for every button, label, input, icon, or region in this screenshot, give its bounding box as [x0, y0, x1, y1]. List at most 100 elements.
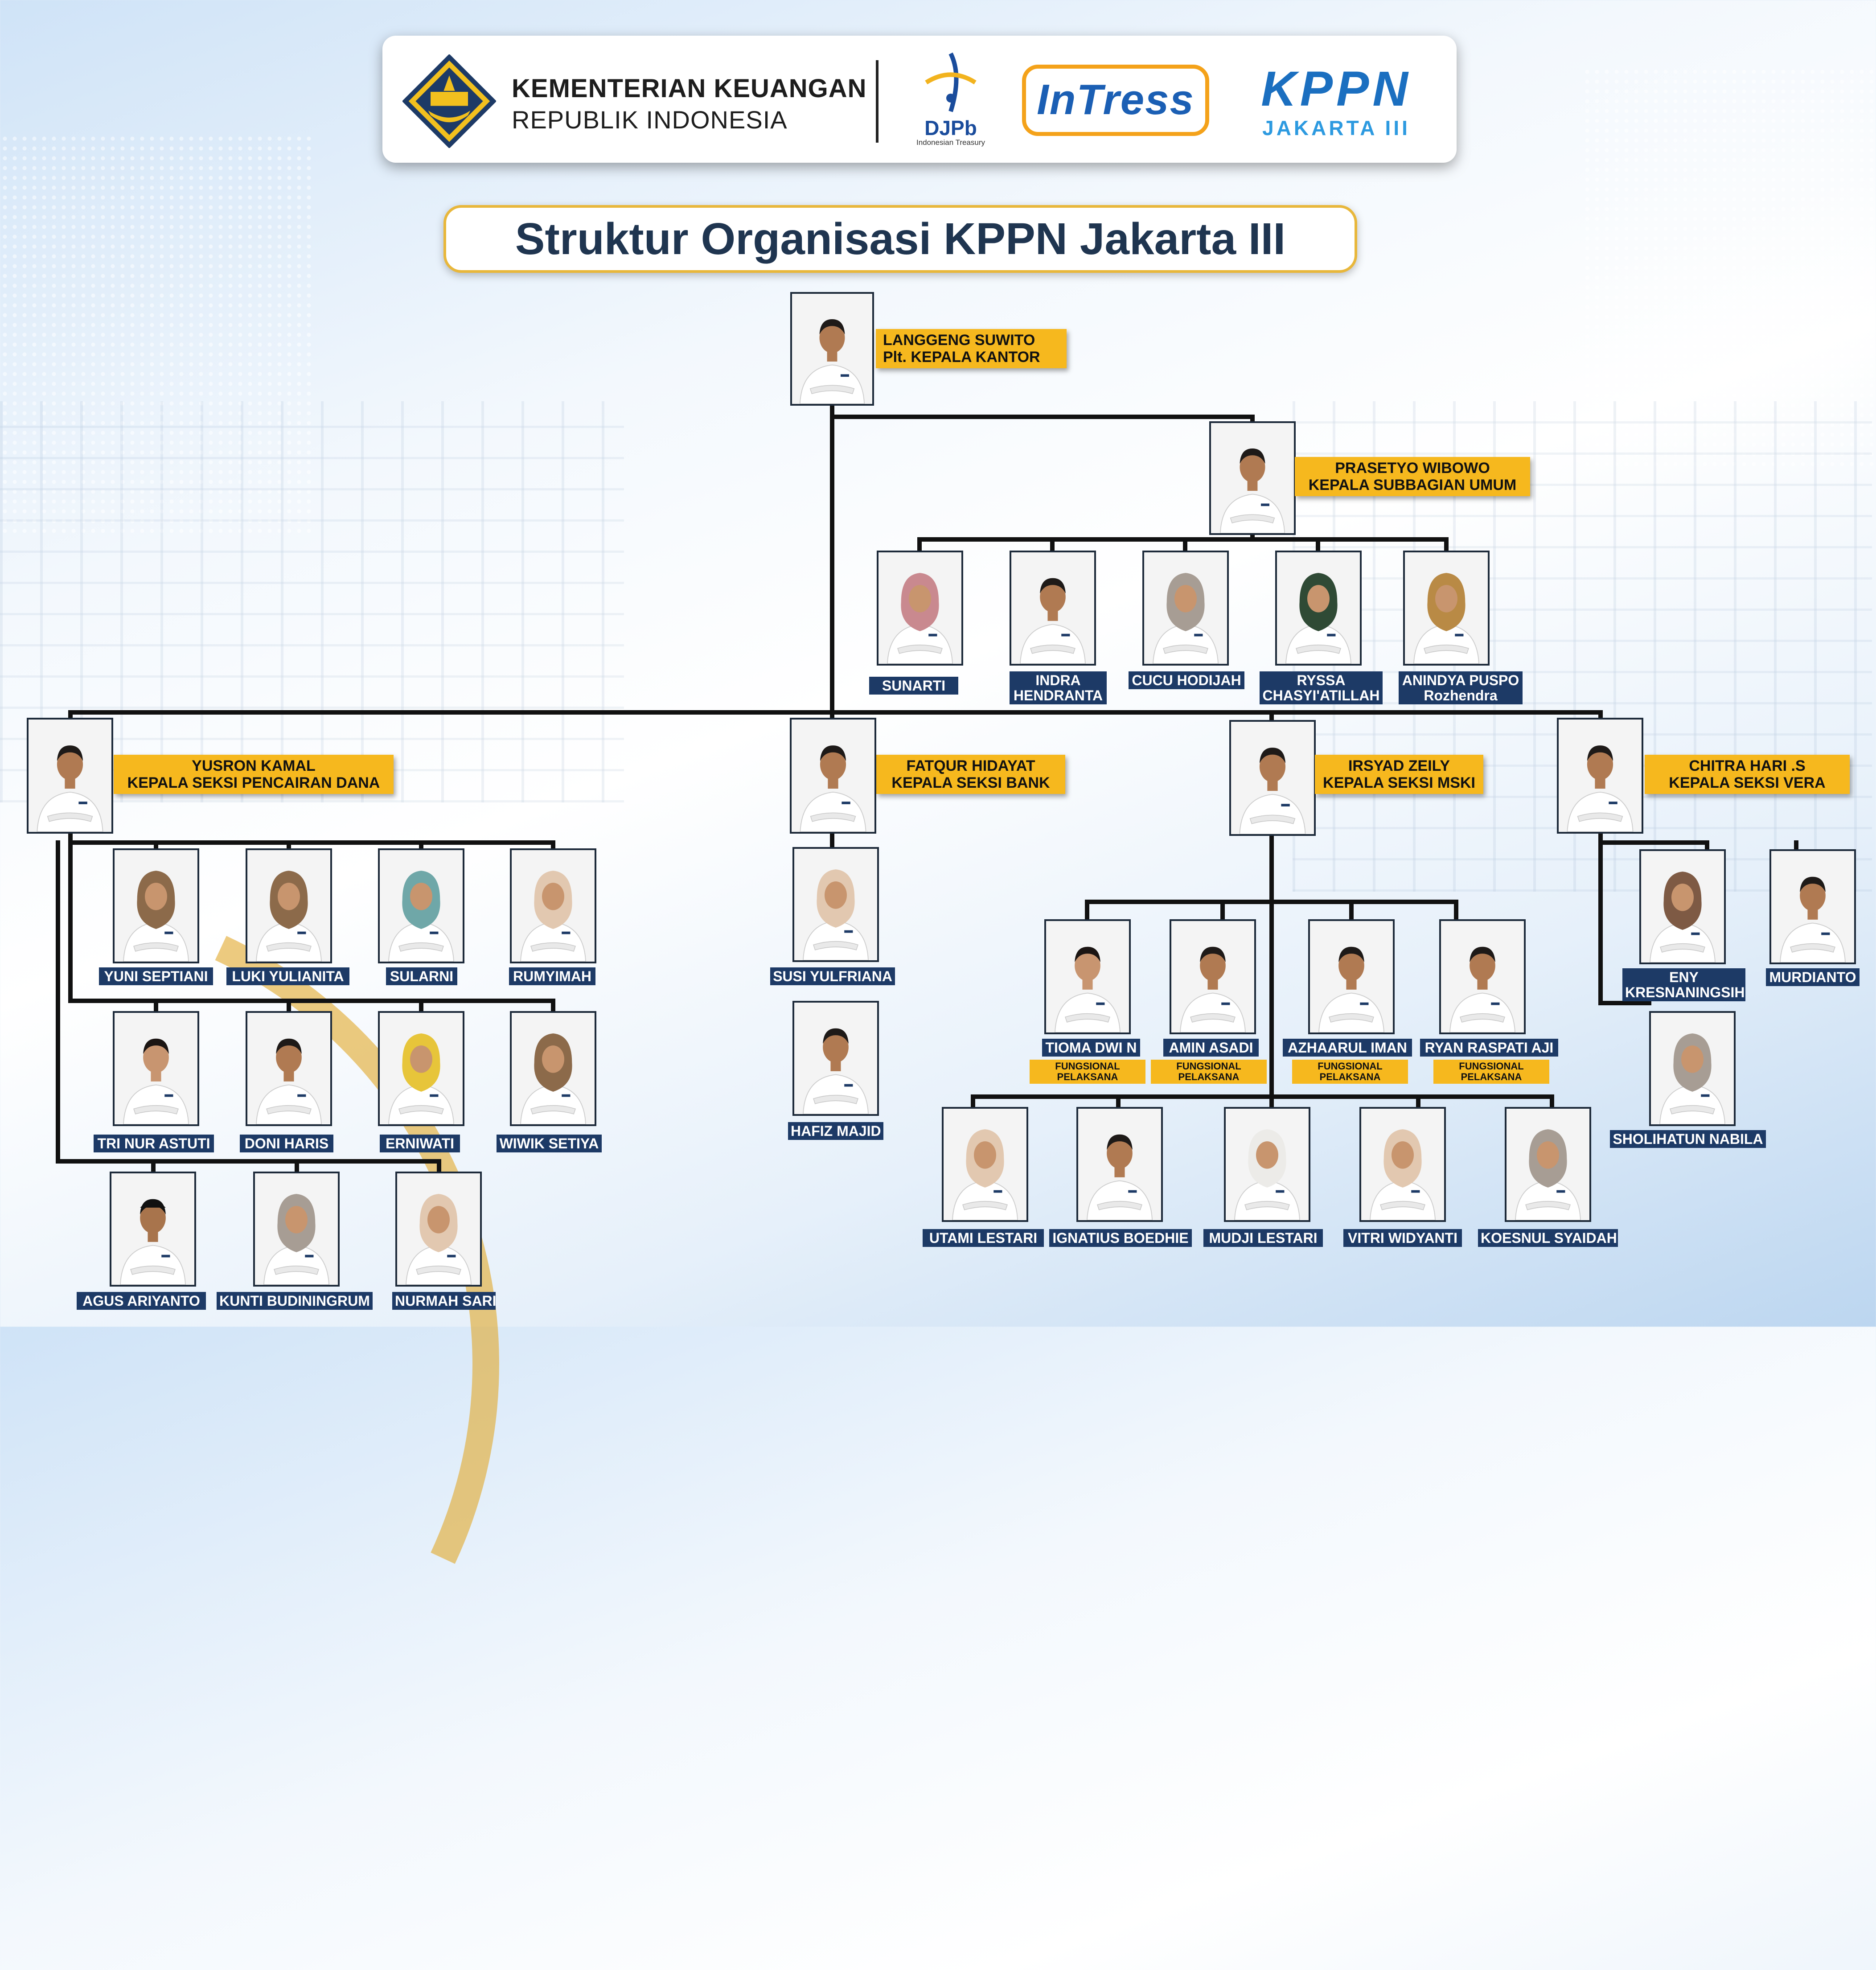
label-pencairan-staff: LUKI YULIANITA [226, 967, 349, 985]
badge-mski-functional: FUNGSIONAL PELAKSANA [1433, 1060, 1549, 1084]
photo-pencairan-head [27, 718, 113, 834]
photo-mski-functional [1308, 919, 1395, 1034]
label-head-office: LANGGENG SUWITO Plt. KEPALA KANTOR [876, 329, 1067, 368]
portrait-placeholder-icon [1651, 1013, 1734, 1124]
photo-pencairan-staff [246, 1011, 332, 1126]
photo-pencairan-staff [246, 848, 332, 963]
label-pencairan-staff: ERNIWATI [380, 1135, 460, 1152]
photo-pencairan-staff [378, 1011, 464, 1126]
portrait-placeholder-icon [1441, 921, 1524, 1032]
label-pencairan-staff: SULARNI [386, 967, 457, 985]
photo-mski-staff [1505, 1107, 1591, 1222]
label-mski-staff: KOESNUL SYAIDAH [1478, 1229, 1618, 1247]
portrait-placeholder-icon [944, 1109, 1026, 1220]
header-logo-bar: KEMENTERIAN KEUANGAN REPUBLIK INDONESIA … [382, 36, 1457, 163]
photo-pencairan-staff [378, 848, 464, 963]
photo-vera-staff [1639, 849, 1726, 964]
label-bank-staff: HAFIZ MAJID [788, 1122, 883, 1140]
djpb-text: DJPb [924, 116, 977, 140]
label-vera-head: CHITRA HARI .S KEPALA SEKSI VERA [1645, 755, 1850, 794]
org-chart-connectors [56, 399, 1798, 1172]
photo-mski-functional [1044, 919, 1131, 1034]
intress-logo: InTress [1022, 65, 1209, 136]
portrait-placeholder-icon [1507, 1109, 1589, 1220]
portrait-placeholder-icon [1171, 921, 1254, 1032]
photo-mski-staff [1224, 1107, 1310, 1222]
portrait-placeholder-icon [1144, 552, 1227, 664]
ministry-name-line1: KEMENTERIAN KEUANGAN [512, 74, 867, 103]
portrait-placeholder-icon [1078, 1109, 1161, 1220]
name-bank-head: FATQUR HIDAYAT [906, 757, 1035, 774]
label-vera-staff: MURDIANTO [1766, 968, 1860, 986]
label-mski-functional: AZHAARUL IMAN [1283, 1039, 1412, 1057]
photo-pencairan-staff [113, 848, 199, 963]
photo-mski-staff [1359, 1107, 1446, 1222]
label-umum-staff: RYSSA CHASYI'ATILLAH [1260, 671, 1383, 704]
label-umum-staff: SUNARTI [869, 677, 958, 695]
name-mski-head: IRSYAD ZEILY [1348, 757, 1450, 774]
label-pencairan-staff: RUMYIMAH [509, 967, 595, 985]
role-vera-head: KEPALA SEKSI VERA [1669, 774, 1826, 791]
photo-bank-head [790, 718, 876, 834]
photo-pencairan-staff [113, 1011, 199, 1126]
name-vera-head: CHITRA HARI .S [1689, 757, 1806, 774]
portrait-placeholder-icon [380, 1013, 463, 1124]
label-umum-staff: ANINDYA PUSPO Rozhendra [1399, 671, 1523, 704]
label-pencairan-staff: KUNTI BUDININGRUM [217, 1292, 373, 1310]
label-pencairan-head: YUSRON KAMAL KEPALA SEKSI PENCAIRAN DANA [114, 755, 394, 794]
kppn-logo-text: KPPN [1261, 62, 1412, 116]
label-umum-staff-line1: INDRA [1035, 672, 1081, 688]
portrait-placeholder-icon [1559, 720, 1642, 832]
label-pencairan-staff: NURMAH SARI [392, 1292, 497, 1310]
photo-vera-staff [1649, 1011, 1736, 1126]
badge-mski-functional: FUNGSIONAL PELAKSANA [1030, 1060, 1145, 1084]
portrait-placeholder-icon [115, 1013, 197, 1124]
role-umum-head: KEPALA SUBBAGIAN UMUM [1308, 477, 1517, 494]
label-umum-staff-line1: RYSSA [1297, 672, 1346, 688]
portrait-placeholder-icon [1211, 423, 1294, 533]
label-pencairan-staff: YUNI SEPTIANI [99, 967, 213, 985]
label-pencairan-staff: TRI NUR ASTUTI [94, 1135, 214, 1152]
kppn-logo: KPPN JAKARTA III [1234, 62, 1439, 143]
photo-mski-staff [1076, 1107, 1163, 1222]
photo-pencairan-staff [253, 1172, 340, 1287]
photo-mski-functional [1439, 919, 1526, 1034]
portrait-placeholder-icon [878, 552, 961, 664]
photo-pencairan-staff [110, 1172, 196, 1287]
photo-mski-functional [1170, 919, 1256, 1034]
portrait-placeholder-icon [1361, 1109, 1444, 1220]
label-vera-staff: ENY KRESNANINGSIH [1622, 968, 1745, 1001]
label-umum-staff-line2: HENDRANTA [1013, 687, 1103, 703]
label-vera-staff-line1: ENY [1669, 969, 1699, 985]
label-mski-functional: RYAN RASPATI AJI [1420, 1039, 1558, 1057]
photo-head-office [790, 292, 874, 406]
photo-bank-staff [792, 847, 879, 962]
portrait-placeholder-icon [1641, 851, 1724, 962]
photo-pencairan-staff [510, 1011, 596, 1126]
djpb-subtitle: Indonesian Treasury [916, 138, 985, 147]
portrait-placeholder-icon [512, 1013, 595, 1124]
photo-pencairan-staff [510, 848, 596, 963]
portrait-placeholder-icon [794, 1003, 877, 1114]
portrait-placeholder-icon [1277, 552, 1360, 664]
label-mski-staff: IGNATIUS BOEDHIE [1049, 1229, 1192, 1247]
djpb-emblem-icon [925, 52, 977, 112]
photo-vera-staff [1769, 849, 1856, 964]
ministry-name-line2: REPUBLIK INDONESIA [512, 106, 788, 134]
photo-mski-head [1229, 720, 1316, 836]
portrait-placeholder-icon [247, 1013, 330, 1124]
portrait-placeholder-icon [1226, 1109, 1309, 1220]
label-mski-staff: MUDJI LESTARI [1203, 1229, 1323, 1247]
portrait-placeholder-icon [792, 720, 874, 832]
page-title: Struktur Organisasi KPPN Jakarta III [443, 205, 1357, 273]
label-umum-staff-line2: CHASYI'ATILLAH [1262, 687, 1380, 703]
connector-pencairan [56, 831, 555, 1172]
portrait-placeholder-icon [247, 850, 330, 962]
portrait-placeholder-icon [792, 294, 872, 404]
photo-umum-staff [1275, 551, 1362, 666]
photo-umum-staff [877, 551, 963, 666]
role-head-office: Plt. KEPALA KANTOR [883, 349, 1040, 366]
portrait-placeholder-icon [111, 1173, 194, 1285]
label-umum-staff: INDRA HENDRANTA [1010, 671, 1107, 704]
label-mski-functional: AMIN ASADI [1163, 1039, 1259, 1057]
